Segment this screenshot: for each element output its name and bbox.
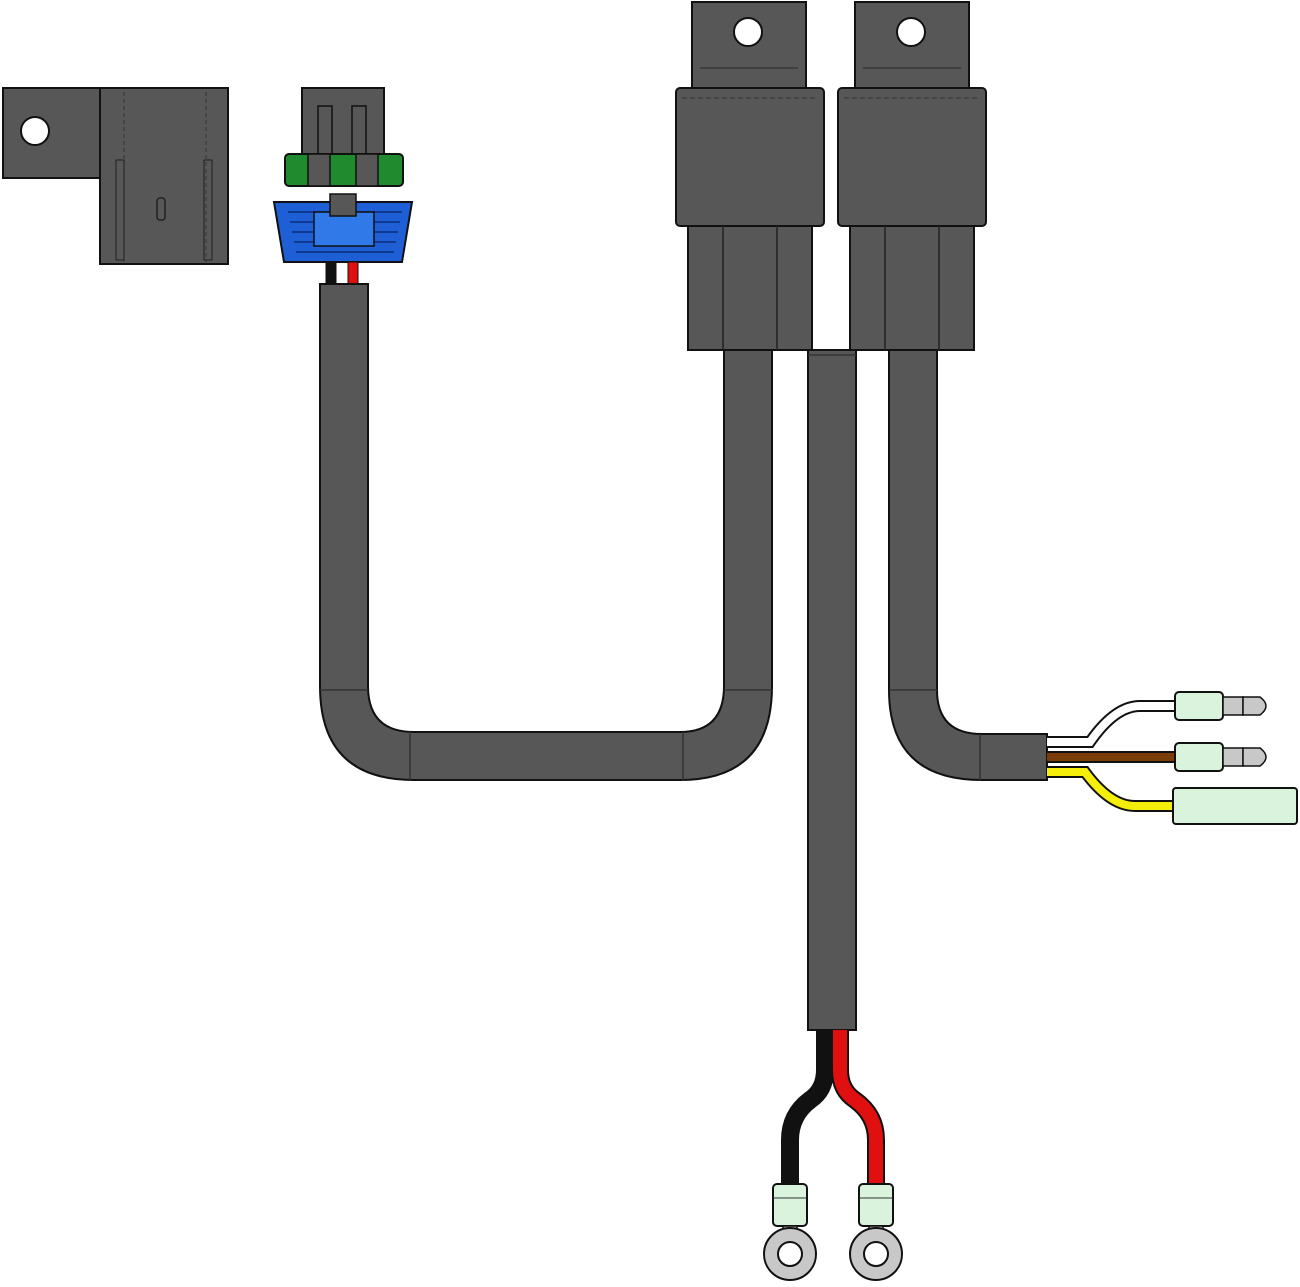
wire-black [783,1030,832,1185]
switch-sheath [319,283,773,781]
wire-red [347,261,359,285]
light-output-wires [1047,691,1298,825]
ring-terminal-sleeve [858,1183,894,1227]
mount-hole-icon [20,116,50,146]
wire-white [1047,702,1178,746]
switch-connector [272,87,414,285]
spade-terminal [1172,787,1298,825]
bullet-terminal [1174,742,1224,772]
bullet-terminal [1174,691,1224,721]
ring-terminal-sleeve [772,1183,808,1227]
wire-red [833,1030,883,1185]
power-lead [807,349,857,1031]
power-wires [763,1030,903,1281]
relay-1 [675,1,825,351]
wire-yellow [1047,768,1178,810]
mount-hole-icon [896,17,926,47]
wire-black [325,261,337,285]
light-sheath [888,349,1048,781]
fuse-holder [2,87,229,265]
mount-hole-icon [733,17,763,47]
relay-2 [837,1,987,351]
